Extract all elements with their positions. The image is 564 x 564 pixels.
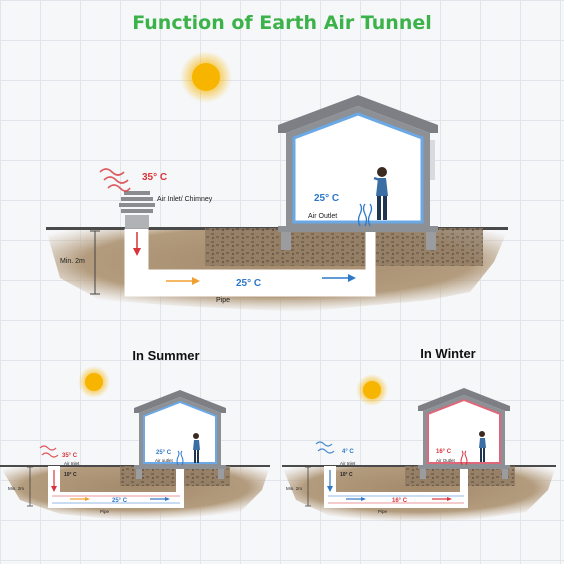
gravel-bed	[205, 228, 483, 266]
summer-pipe-label: Pipe	[100, 509, 110, 514]
summer-diagram: In Summer 35° C Air Inlet 10° C	[0, 348, 270, 520]
outlet-label: Air Outlet	[308, 213, 337, 220]
pipe-arrow-left-icon	[166, 277, 200, 285]
winter-pipe-arrow-icon	[346, 497, 452, 501]
inlet-label: Air Inlet/ Chimney	[157, 196, 213, 203]
house	[278, 95, 438, 250]
warm-air-icon	[99, 168, 131, 192]
cool-air-icon	[357, 203, 373, 227]
winter-outside-temp: 4° C	[342, 449, 354, 455]
winter-outlet-label: Air Outlet	[436, 458, 456, 463]
winter-cold-air-icon	[315, 441, 335, 454]
pipe-label: Pipe	[216, 297, 230, 304]
depth-marker	[90, 230, 100, 295]
summer-pipe-arrow-icon	[70, 497, 170, 501]
summer-outside-temp: 35° C	[62, 453, 78, 459]
winter-inlet-label: Air Inlet	[340, 461, 356, 466]
winter-depth-marker	[305, 466, 311, 507]
person-icon	[373, 167, 388, 220]
page-title: Function of Earth Air Tunnel	[132, 12, 432, 34]
pipe-arrow-right-icon	[322, 274, 356, 282]
sun-icon	[180, 51, 232, 103]
winter-person-icon	[479, 431, 486, 462]
summer-sun-icon	[78, 366, 110, 398]
pipe-temp: 25° C	[236, 278, 261, 289]
summer-inlet-label: Air Inlet	[64, 461, 80, 466]
outside-temp: 35° C	[142, 172, 167, 183]
depth-label: Min. 2m	[60, 258, 85, 265]
summer-heading: In Summer	[132, 348, 199, 363]
summer-warm-air-icon	[39, 445, 59, 458]
summer-ground-temp: 10° C	[64, 472, 77, 478]
winter-pipe-label: Pipe	[378, 509, 388, 514]
winter-indoor-temp: 16° C	[436, 449, 452, 455]
summer-depth-label: Min. 2m	[8, 486, 24, 491]
main-diagram: 35° C Air Inlet/ Chimney Min. 2m 25° C P…	[46, 51, 508, 312]
winter-pipe-temp: 16° C	[392, 498, 408, 504]
indoor-temp: 25° C	[314, 193, 339, 204]
summer-indoor-temp: 25° C	[156, 450, 172, 456]
summer-cool-air-icon	[176, 450, 184, 466]
chimney-cap	[119, 191, 155, 228]
summer-depth-marker	[27, 466, 33, 507]
summer-outlet-label: Air outlet	[155, 458, 174, 463]
summer-house	[134, 390, 226, 479]
winter-sun-icon	[356, 374, 388, 406]
winter-heading: In Winter	[420, 346, 476, 361]
down-arrow-icon	[133, 232, 141, 256]
winter-warm-air-icon	[460, 450, 468, 466]
winter-house	[418, 388, 510, 479]
summer-pipe-temp: 25° C	[112, 498, 128, 504]
winter-ground-temp: 10° C	[340, 472, 353, 478]
winter-diagram: In Winter 4° C Air Inlet 10° C	[282, 346, 556, 522]
winter-depth-label: Min. 2m	[286, 486, 302, 491]
summer-person-icon	[193, 433, 200, 463]
